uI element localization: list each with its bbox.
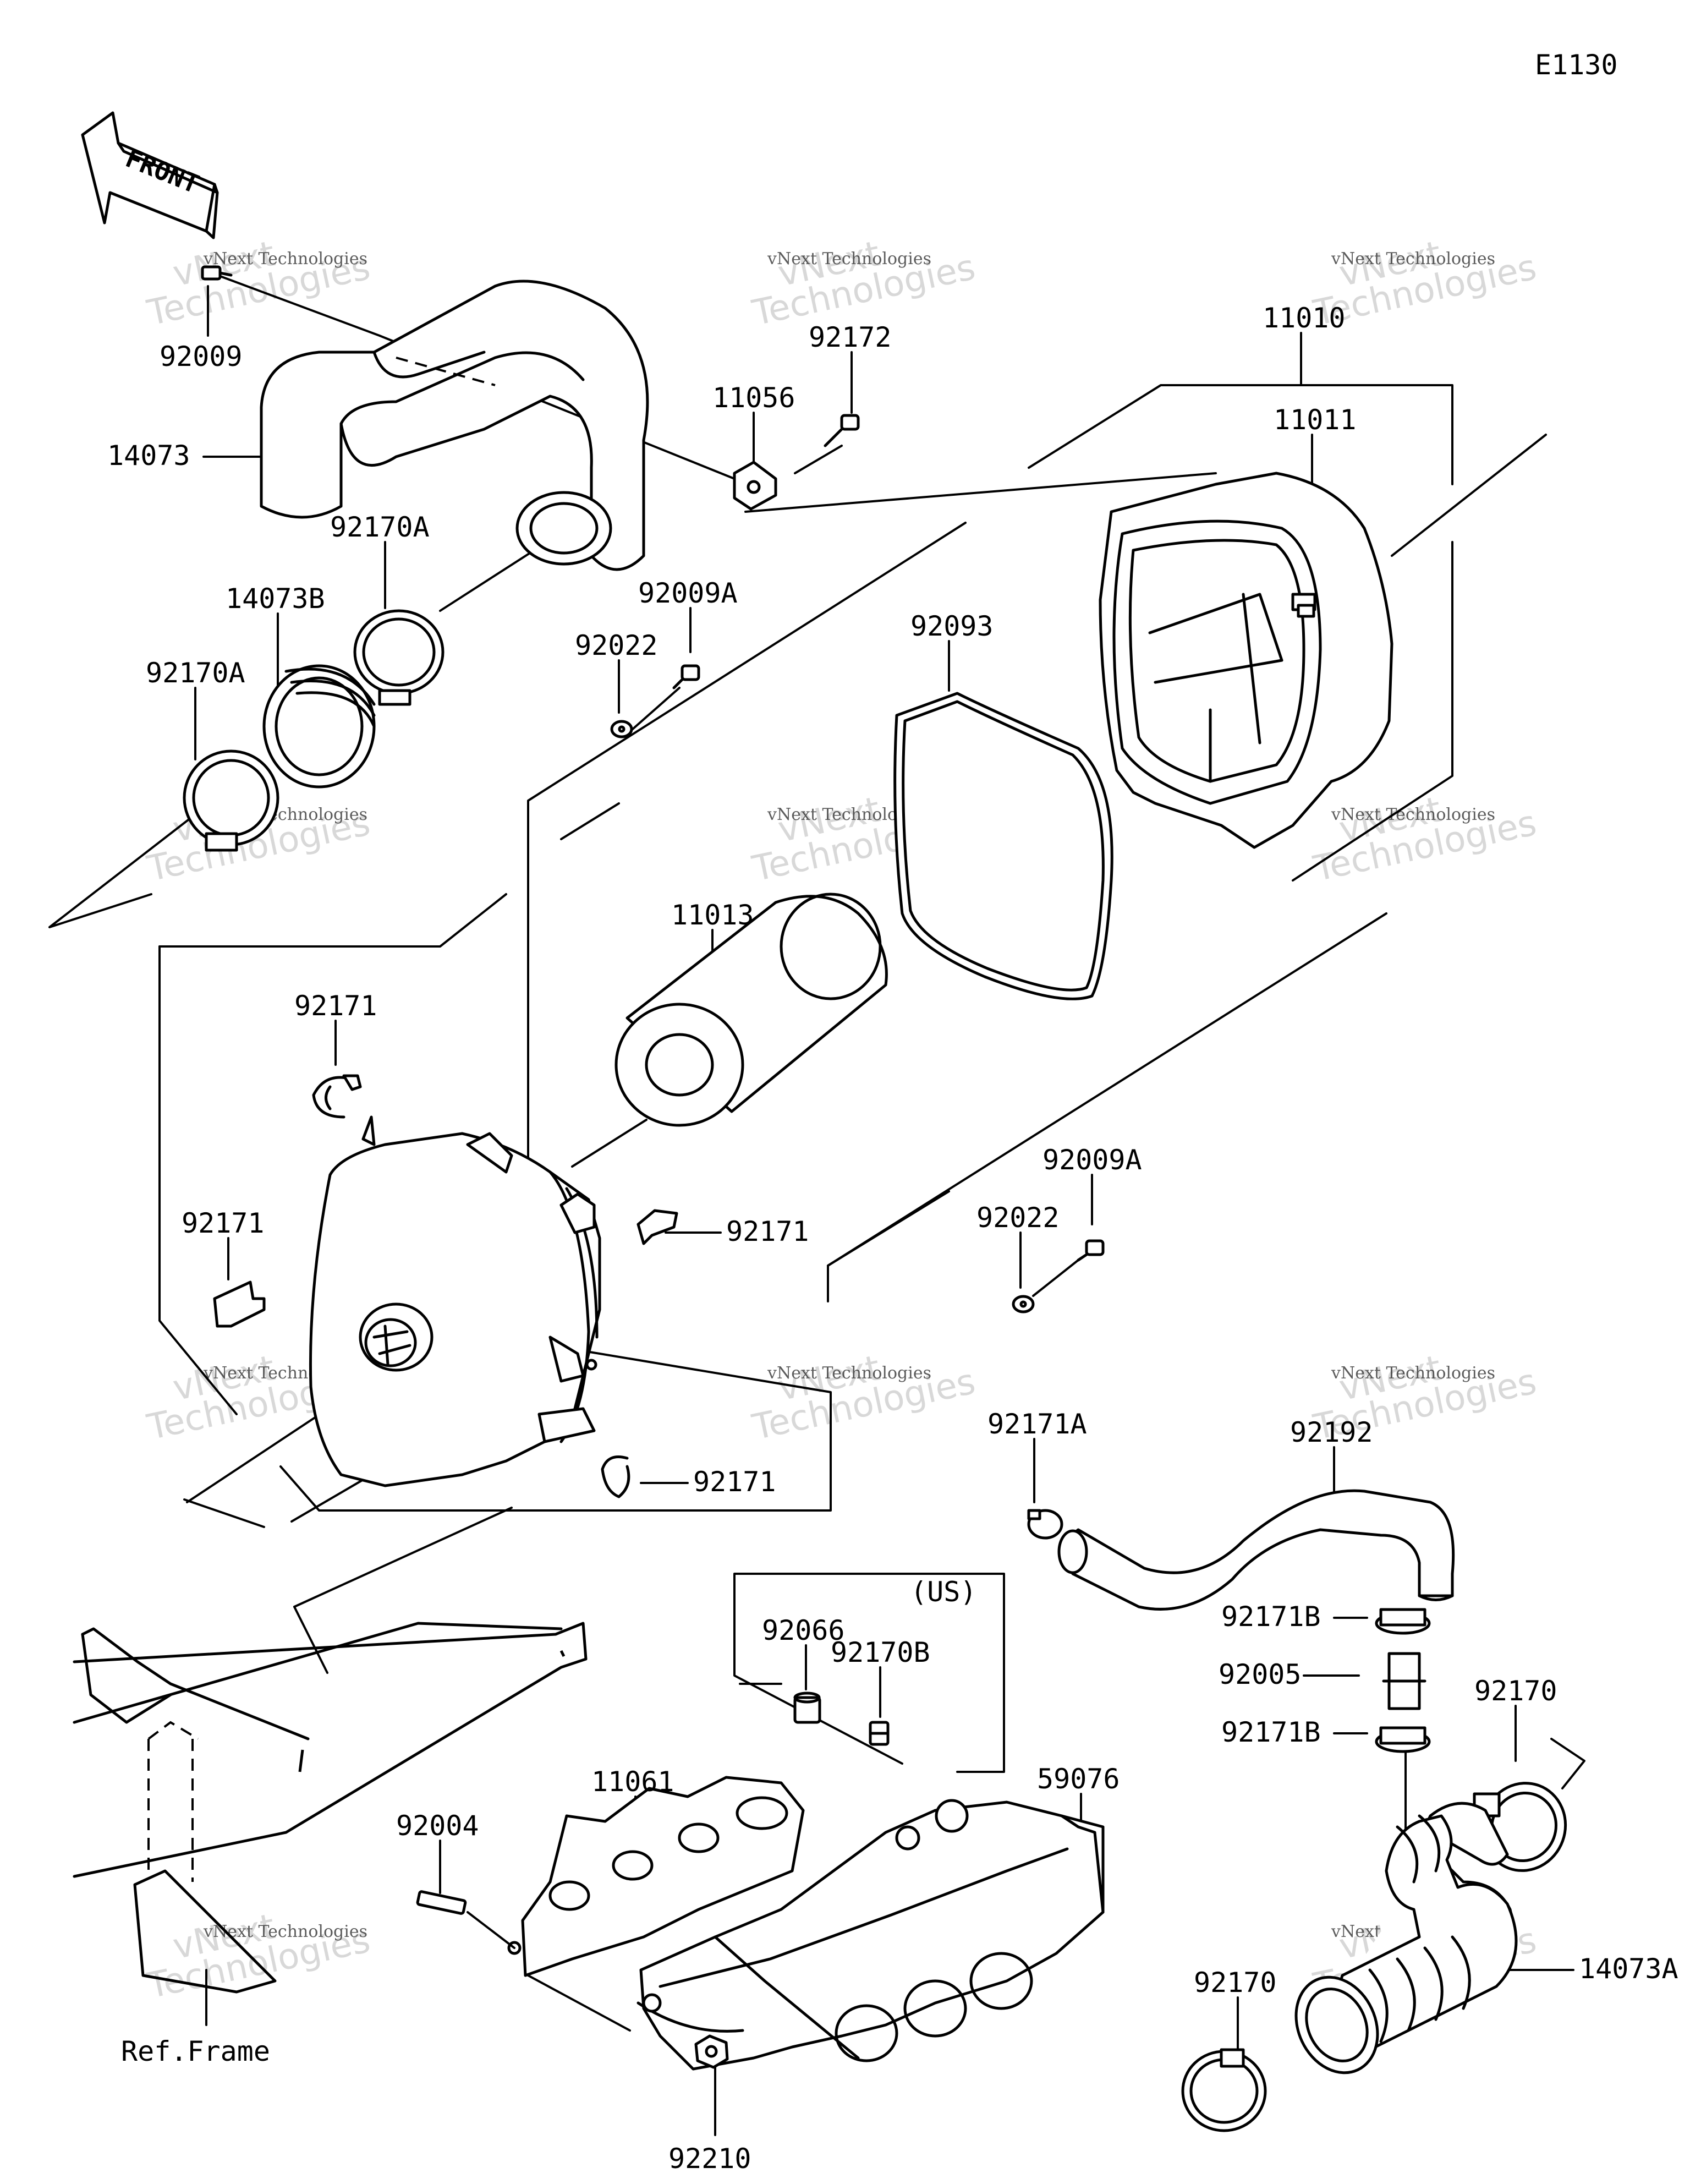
watermark-3: vNext Technologies bbox=[1310, 233, 1540, 334]
washer-92022-upper bbox=[610, 720, 633, 738]
gasket-92093 bbox=[893, 692, 1113, 1000]
label-92170A-top: 92170A bbox=[330, 511, 430, 543]
clamp-92170B bbox=[869, 1721, 890, 1746]
label-92093: 92093 bbox=[910, 610, 994, 642]
hose-92192 bbox=[1057, 1489, 1455, 1611]
label-92210: 92210 bbox=[668, 2143, 751, 2175]
watermark-10: vNext Technologies bbox=[144, 1906, 374, 2007]
label-92170B: 92170B bbox=[831, 1636, 930, 1668]
label-92022-upper: 92022 bbox=[575, 630, 658, 661]
label-11056: 11056 bbox=[712, 382, 795, 414]
label-14073A: 14073A bbox=[1579, 1953, 1678, 1985]
manifold-59076 bbox=[637, 1799, 1105, 2071]
part-labels: 92009 14073 92170A 14073B 92170A 11056 9… bbox=[107, 302, 1678, 2175]
label-92005: 92005 bbox=[1219, 1658, 1302, 1690]
clamp-92170A-bottom bbox=[183, 749, 279, 852]
label-14073B: 14073B bbox=[226, 583, 325, 615]
label-92171A: 92171A bbox=[987, 1408, 1087, 1440]
label-92171-b: 92171 bbox=[182, 1207, 265, 1239]
clamp-92171B-lower bbox=[1375, 1726, 1431, 1753]
label-92009: 92009 bbox=[160, 341, 243, 373]
label-92171-c: 92171 bbox=[726, 1216, 809, 1247]
clip-92171-d bbox=[601, 1455, 630, 1498]
front-arrow-icon: FRONT bbox=[81, 111, 219, 239]
cover-assembly bbox=[309, 1115, 601, 1487]
clamp-92171B-upper bbox=[1375, 1608, 1431, 1635]
watermark-2: vNext Technologies bbox=[749, 233, 979, 334]
clamp-92170A-top bbox=[353, 609, 445, 706]
label-11010: 11010 bbox=[1263, 302, 1346, 334]
gasket-11061 bbox=[507, 1776, 805, 1977]
label-92171B-lower: 92171B bbox=[1221, 1716, 1321, 1748]
watermark-text-1: vNext Technologies bbox=[203, 249, 367, 269]
label-14073: 14073 bbox=[107, 440, 190, 472]
duct-14073A bbox=[1294, 1802, 1518, 2074]
diagram-code: E1130 bbox=[1535, 49, 1618, 81]
label-92066: 92066 bbox=[762, 1614, 845, 1646]
ref-frame-label: Ref.Frame bbox=[121, 2035, 270, 2067]
region-label-us: (US) bbox=[910, 1576, 976, 1608]
housing-11011 bbox=[1099, 472, 1393, 849]
screw-92009A-upper bbox=[672, 664, 700, 689]
label-92171-a: 92171 bbox=[294, 990, 377, 1022]
label-11013: 11013 bbox=[671, 899, 754, 931]
label-92170A-bottom: 92170A bbox=[146, 657, 245, 689]
watermark-6: vNext Technologies bbox=[1310, 789, 1540, 890]
label-92004: 92004 bbox=[396, 1810, 479, 1842]
label-59076: 59076 bbox=[1037, 1763, 1120, 1795]
sleeve-14073B bbox=[262, 664, 376, 789]
intake-duct-14073 bbox=[260, 280, 649, 571]
watermarks: vNext Technologies vNext Technologies vN… bbox=[144, 233, 1540, 2007]
leader-lines bbox=[48, 274, 1585, 2136]
label-92171-d: 92171 bbox=[693, 1466, 776, 1498]
bolt-92009 bbox=[201, 265, 233, 281]
watermark-1: vNext Technologies bbox=[144, 233, 374, 334]
label-92022-lower: 92022 bbox=[976, 1202, 1060, 1234]
label-11011: 11011 bbox=[1274, 404, 1357, 436]
watermark-text-8: vNext Technologies bbox=[767, 1364, 931, 1383]
clamp-92171A bbox=[1027, 1509, 1063, 1540]
label-92009A-upper: 92009A bbox=[638, 577, 738, 609]
label-92009A-lower: 92009A bbox=[1042, 1144, 1142, 1176]
clip-92171-a bbox=[312, 1074, 362, 1119]
label-92170-right: 92170 bbox=[1474, 1675, 1557, 1707]
watermark-text-3: vNext Technologies bbox=[1331, 249, 1495, 269]
clamp-92170-lower bbox=[1181, 2048, 1267, 2132]
watermark-text-9: vNext Technologies bbox=[1331, 1364, 1495, 1383]
stud-92004 bbox=[416, 1890, 467, 1915]
part-92066 bbox=[793, 1692, 821, 1724]
washer-92022-lower bbox=[1012, 1295, 1035, 1313]
label-92192: 92192 bbox=[1290, 1416, 1373, 1448]
label-92171B-upper: 92171B bbox=[1221, 1601, 1321, 1633]
label-92172: 92172 bbox=[809, 321, 892, 353]
watermark-8: vNext Technologies bbox=[749, 1348, 979, 1448]
screw-92009A-lower bbox=[1077, 1239, 1105, 1262]
filter-11013 bbox=[614, 893, 888, 1127]
clip-92171-b bbox=[213, 1280, 266, 1328]
screw-92172 bbox=[824, 414, 860, 447]
label-92170-lower: 92170 bbox=[1194, 1967, 1277, 1999]
clip-92171-c bbox=[637, 1209, 678, 1245]
label-11061: 11061 bbox=[591, 1766, 674, 1798]
connector-92005 bbox=[1382, 1652, 1426, 1710]
bracket-11056 bbox=[733, 461, 777, 511]
nut-92210 bbox=[694, 2034, 729, 2069]
ref-frame: Ref.Frame bbox=[73, 1622, 588, 2067]
watermark-text-6: vNext Technologies bbox=[1331, 805, 1495, 824]
watermark-text-2: vNext Technologies bbox=[767, 249, 931, 269]
